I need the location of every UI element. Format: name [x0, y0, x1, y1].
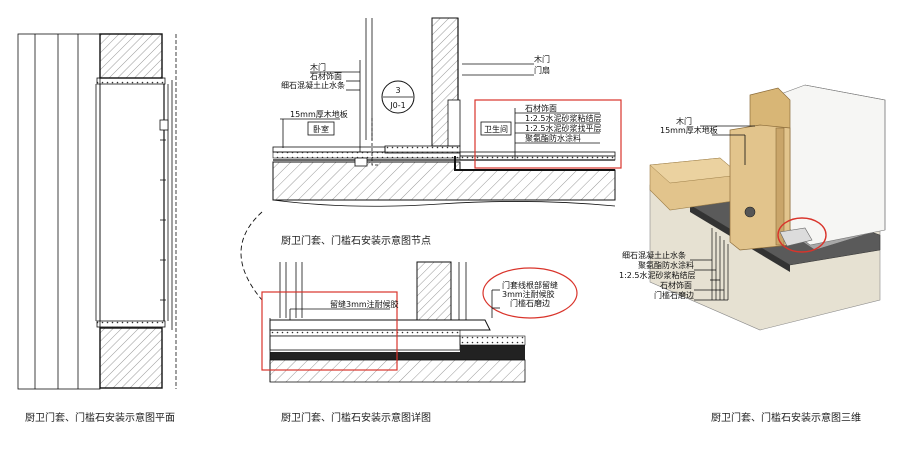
bottom-highlight-box — [261, 291, 398, 371]
detail-connector — [240, 211, 263, 301]
svg-text:木门: 木门 — [534, 54, 550, 64]
caption-detail: 厨卫门套、门槛石安装示意图详图 — [281, 411, 431, 424]
top-tile — [459, 151, 616, 157]
caption-3d: 厨卫门套、门槛石安装示意图三维 — [711, 411, 861, 424]
section-top: 3 J0-1 木门 石材饰面 细石混凝土止水条 15mm厚木地板 卧室 卫生间 … — [272, 17, 622, 207]
svg-text:聚氨酯防水涂料: 聚氨酯防水涂料 — [638, 260, 694, 270]
plan-jamb-top — [99, 33, 163, 79]
svg-text:聚氨酯防水涂料: 聚氨酯防水涂料 — [525, 133, 581, 143]
svg-text:1:2.5水泥砂浆粘结层: 1:2.5水泥砂浆粘结层 — [525, 113, 602, 123]
detail-mark-number: 3 — [395, 86, 400, 95]
svg-text:石材饰面: 石材饰面 — [660, 280, 692, 290]
3d-highlight-ellipse — [777, 217, 827, 253]
svg-text:门槛石磨边: 门槛石磨边 — [654, 290, 694, 300]
svg-text:门套线根部留缝: 门套线根部留缝 — [502, 280, 558, 290]
top-floor-label: 15mm厚木地板 — [290, 109, 348, 119]
plan-threshold-marks — [160, 139, 166, 301]
plan-jamb-bottom — [99, 327, 163, 389]
svg-text:1:2.5水泥砂浆找平层: 1:2.5水泥砂浆找平层 — [525, 123, 602, 133]
top-wood-floor — [272, 146, 386, 153]
bottom-highlight-ellipse — [482, 267, 578, 319]
svg-text:木门: 木门 — [310, 62, 326, 72]
detail-mark-ref: J0-1 — [389, 101, 405, 110]
svg-text:细石混凝土止水条: 细石混凝土止水条 — [622, 250, 686, 260]
plan-wall-outline — [17, 33, 101, 390]
3d-bottom-labels: 细石混凝土止水条 聚氨酯防水涂料 1:2.5水泥砂浆粘结层 石材饰面 门槛石磨边 — [619, 250, 728, 301]
top-right-labels: 木门 门扇 — [462, 54, 550, 76]
three-d-view: 木门 15mm厚木地板 细石混凝土止水条 聚氨酯防水涂料 1:2.5水泥砂浆粘结… — [619, 84, 886, 331]
svg-text:石材饰面: 石材饰面 — [525, 103, 557, 113]
bottom-threshold — [269, 319, 491, 331]
caption-plan: 厨卫门套、门槛石安装示意图平面 — [25, 411, 175, 424]
svg-text:石材饰面: 石材饰面 — [310, 71, 342, 81]
bottom-edge-label: 门槛石磨边 — [510, 298, 550, 308]
top-boxed-labels: 石材饰面 1:2.5水泥砂浆粘结层 1:2.5水泥砂浆找平层 聚氨酯防水涂料 — [514, 103, 602, 160]
svg-text:细石混凝土止水条: 细石混凝土止水条 — [281, 80, 345, 90]
svg-text:15mm厚木地板: 15mm厚木地板 — [660, 125, 718, 135]
room-right-label: 卫生间 — [484, 124, 508, 134]
3d-wall — [777, 84, 886, 246]
svg-text:木门: 木门 — [676, 116, 692, 126]
caption-node: 厨卫门套、门槛石安装示意图节点 — [281, 234, 431, 247]
section-bottom: 留缝3mm注耐候胶 门套线根部留缝 3mm注耐候胶 门槛石磨边 — [261, 261, 578, 383]
room-left-label: 卧室 — [313, 124, 329, 134]
svg-text:1:2.5水泥砂浆粘结层: 1:2.5水泥砂浆粘结层 — [619, 270, 696, 280]
svg-text:3mm注耐候胶: 3mm注耐候胶 — [502, 289, 555, 299]
bottom-wall-hatched — [416, 261, 452, 331]
bottom-boxed-label: 留缝3mm注耐候胶 — [330, 299, 399, 309]
svg-text:门扇: 门扇 — [534, 65, 550, 75]
plan-view — [17, 33, 177, 390]
top-highlight-box — [474, 99, 622, 169]
top-left-labels: 木门 石材饰面 细石混凝土止水条 — [281, 60, 361, 152]
3d-handle — [744, 206, 756, 218]
plan-handle — [159, 119, 169, 131]
